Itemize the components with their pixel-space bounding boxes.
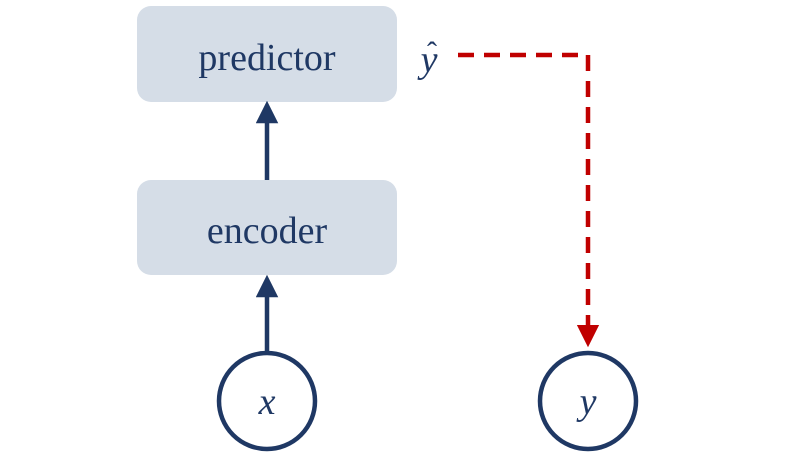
prediction-to-target-dashed-arrow — [458, 52, 600, 348]
encoder-box: encoder — [137, 180, 397, 275]
target-node: y — [537, 350, 639, 452]
predictor-box: predictor — [137, 6, 397, 102]
predictor-box-shape — [137, 6, 397, 102]
predictor-label: predictor — [198, 37, 336, 79]
prediction-variable-label: y — [417, 39, 438, 81]
target-node-circle — [537, 350, 639, 452]
prediction-hat-accent: ˆ — [427, 36, 437, 69]
target-variable-label: y — [576, 381, 597, 423]
input-node-circle — [216, 350, 318, 452]
input-node: x — [216, 350, 318, 452]
prediction-label: y ˆ — [417, 36, 438, 81]
encoder-label: encoder — [207, 210, 328, 252]
encoder-box-shape — [137, 180, 397, 275]
input-variable-label: x — [258, 381, 276, 423]
